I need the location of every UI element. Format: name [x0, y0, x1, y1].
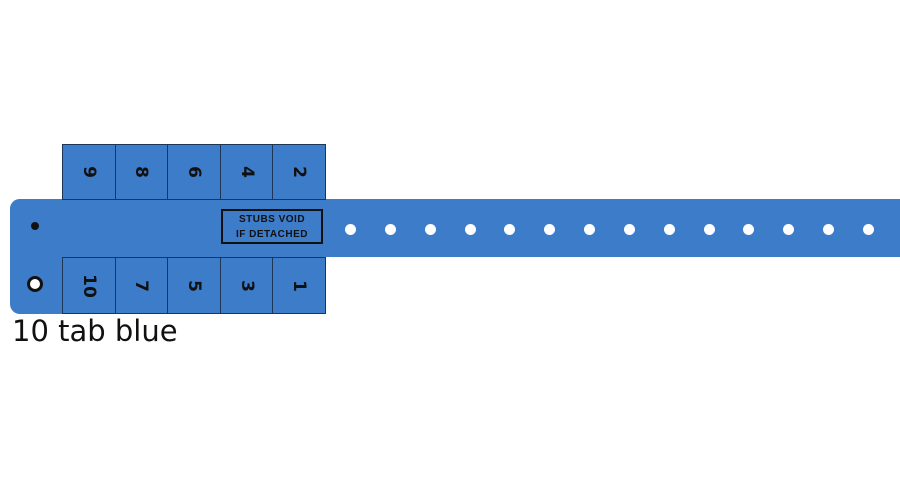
strap-hole — [384, 224, 396, 235]
tab-number: 3 — [236, 279, 257, 292]
tab-stub[interactable]: 10 — [62, 257, 115, 314]
tab-number: 5 — [183, 279, 204, 292]
tab-number: 8 — [131, 166, 152, 178]
top-tab-row: 9 8 6 4 2 — [62, 144, 326, 200]
strap-hole — [663, 224, 675, 235]
strap-hole — [584, 224, 596, 235]
tab-number: 1 — [289, 279, 310, 292]
tab-number: 10 — [78, 273, 99, 298]
product-caption: 10 tab blue — [12, 314, 178, 348]
tab-number: 2 — [289, 166, 310, 178]
snap-ring-icon — [27, 276, 43, 292]
tab-stub[interactable]: 9 — [62, 144, 115, 200]
tab-stub[interactable]: 7 — [114, 257, 168, 314]
strap-hole — [464, 224, 476, 235]
snap-dot-icon — [31, 222, 39, 230]
tab-stub[interactable]: 5 — [167, 257, 220, 314]
tab-stub[interactable]: 2 — [272, 144, 326, 200]
tab-stub[interactable]: 4 — [219, 144, 273, 200]
strap-hole — [863, 224, 874, 235]
tab-stub[interactable]: 8 — [114, 144, 168, 200]
void-notice-line2: IF DETACHED — [236, 228, 308, 240]
bottom-tab-row: 10 7 5 3 1 — [62, 257, 326, 314]
tab-stub[interactable]: 1 — [272, 257, 326, 314]
tab-stub[interactable]: 3 — [219, 257, 273, 314]
tab-number: 6 — [183, 166, 204, 178]
tab-number: 9 — [78, 166, 99, 178]
void-notice-line1: STUBS VOID — [238, 213, 306, 225]
strap-hole — [504, 224, 516, 235]
tab-number: 4 — [236, 166, 257, 178]
strap-hole — [783, 224, 795, 235]
strap-hole — [424, 224, 436, 235]
strap-hole — [823, 224, 835, 235]
strap-hole — [703, 224, 715, 235]
stubs-void-notice: STUBS VOID IF DETACHED — [221, 209, 323, 244]
strap-hole — [743, 224, 755, 235]
tab-stub[interactable]: 6 — [167, 144, 220, 200]
strap-hole — [345, 224, 356, 235]
strap-hole — [623, 224, 635, 235]
tab-number: 7 — [131, 279, 152, 292]
strap-hole — [544, 224, 556, 235]
